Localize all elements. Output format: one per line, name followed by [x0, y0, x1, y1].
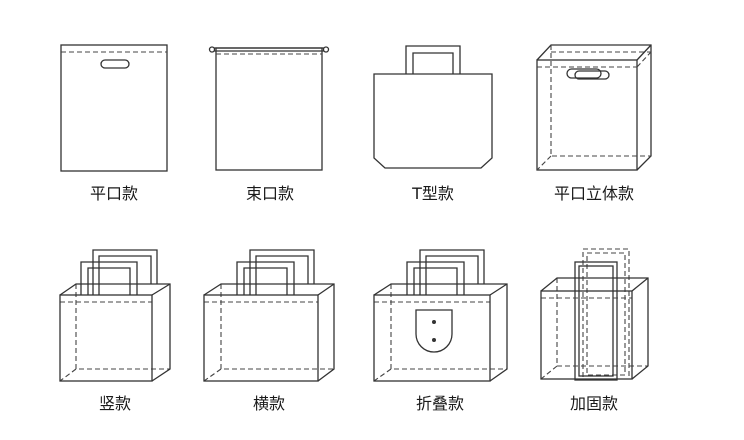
- t-shape-bag-drawing: [373, 45, 493, 169]
- caption-foldable: 折叠款: [415, 394, 464, 413]
- drawstring-bag-drawing: [208, 46, 330, 171]
- caption-horizontal: 横款: [252, 394, 285, 413]
- flat-bag-drawing: [60, 44, 168, 172]
- caption-reinforced: 加固款: [569, 394, 618, 413]
- caption-flat-3d: 平口立体款: [553, 184, 634, 203]
- caption-drawstring: 束口款: [245, 184, 294, 203]
- vertical-bag-drawing: [59, 249, 171, 382]
- caption-t-shape: T型款: [412, 184, 454, 203]
- foldable-bag-drawing: [373, 249, 508, 382]
- reinforced-bag-drawing: [540, 248, 649, 381]
- caption-flat: 平口款: [89, 184, 138, 203]
- flat-3d-bag-drawing: [536, 44, 652, 171]
- caption-vertical: 竖款: [98, 394, 131, 413]
- horizontal-bag-drawing: [203, 249, 335, 382]
